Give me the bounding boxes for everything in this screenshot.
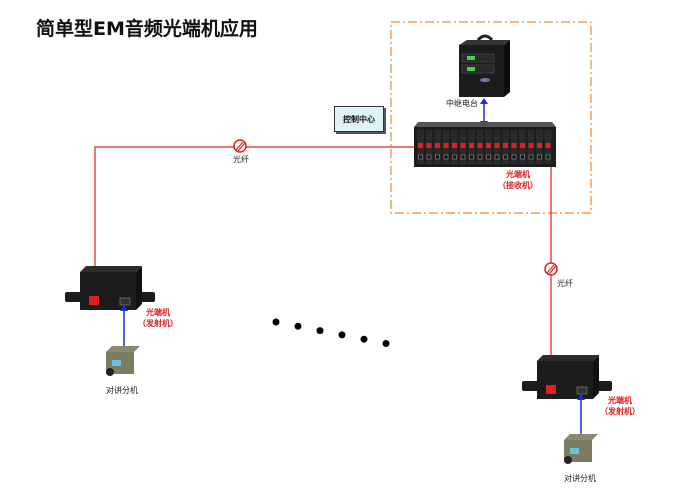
ellipsis-dot bbox=[316, 327, 324, 335]
repeater-radio-icon bbox=[459, 34, 510, 97]
rack-audio-port bbox=[537, 154, 542, 160]
ellipsis-dot bbox=[360, 335, 368, 343]
rack-audio-port bbox=[426, 154, 432, 160]
transmitter-left-icon bbox=[65, 266, 155, 310]
rack-fiber-port bbox=[435, 143, 440, 148]
transmitter-right-label-line1: 光端机 bbox=[608, 395, 632, 405]
rack-audio-port bbox=[477, 154, 483, 160]
intercom-terminal-right-icon bbox=[564, 434, 598, 464]
rack-audio-port bbox=[452, 154, 457, 160]
ellipsis-dot bbox=[294, 322, 302, 330]
rack-fiber-port bbox=[528, 143, 534, 148]
rack-fiber-port bbox=[452, 143, 457, 148]
fiber-label-right: 光纤 bbox=[557, 279, 573, 288]
rack-audio-port bbox=[520, 154, 525, 160]
rack-fiber-port bbox=[426, 143, 432, 148]
rack-fiber-port bbox=[494, 143, 500, 148]
rack-audio-port bbox=[494, 154, 500, 160]
fiber-line-left bbox=[94, 146, 418, 300]
rack-audio-port bbox=[418, 154, 423, 160]
rack-fiber-port bbox=[486, 143, 491, 148]
control-center-frame bbox=[390, 21, 592, 214]
receiver-label: 光端机 （接收机） bbox=[498, 169, 538, 191]
fiber-symbol-icon-right bbox=[544, 262, 558, 276]
rack-fiber-port bbox=[545, 143, 551, 148]
rack-audio-port bbox=[435, 154, 440, 160]
receiver-label-line2: （接收机） bbox=[498, 180, 538, 190]
transmitter-right-icon bbox=[522, 355, 612, 399]
rack-fiber-port bbox=[511, 143, 517, 148]
rack-fiber-port bbox=[477, 143, 483, 148]
rack-audio-port bbox=[443, 154, 449, 160]
ellipsis-dot bbox=[338, 331, 346, 339]
rack-fiber-port bbox=[418, 143, 423, 148]
rack-fiber-port bbox=[537, 143, 542, 148]
control-center-box: 控制中心 bbox=[334, 106, 384, 132]
transmitter-left-label-line2: （发射机） bbox=[138, 318, 178, 328]
repeater-label: 中继电台 bbox=[446, 99, 478, 108]
fiber-label-left: 光纤 bbox=[233, 155, 249, 164]
transmitter-right-label: 光端机 （发射机） bbox=[600, 395, 640, 417]
rack-audio-port bbox=[503, 154, 508, 160]
ellipsis-dot bbox=[382, 340, 390, 347]
terminal-right-label: 对讲分机 bbox=[564, 474, 596, 483]
rack-audio-port bbox=[486, 154, 491, 160]
diagram-title: 简单型EM音频光端机应用 bbox=[36, 18, 258, 40]
rack-audio-port bbox=[460, 154, 466, 160]
rack-fiber-port bbox=[469, 143, 474, 148]
receiver-label-line1: 光端机 bbox=[506, 169, 530, 179]
rack-fiber-port bbox=[520, 143, 525, 148]
rack-audio-port bbox=[528, 154, 534, 160]
terminal-left-label: 对讲分机 bbox=[106, 386, 138, 395]
transmitter-right-label-line2: （发射机） bbox=[600, 406, 640, 416]
ellipsis-dot bbox=[272, 318, 280, 326]
transmitter-left-label-line1: 光端机 bbox=[146, 307, 170, 317]
rack-fiber-port bbox=[503, 143, 508, 148]
transmitter-left-label: 光端机 （发射机） bbox=[138, 307, 178, 329]
rack-fiber-port bbox=[460, 143, 466, 148]
rack-audio-port bbox=[545, 154, 551, 160]
intercom-terminal-left-icon bbox=[106, 346, 140, 376]
rack-fiber-port bbox=[443, 143, 449, 148]
rack-audio-port bbox=[511, 154, 517, 160]
fiber-symbol-icon-left bbox=[233, 139, 247, 153]
rack-audio-port bbox=[469, 154, 474, 160]
